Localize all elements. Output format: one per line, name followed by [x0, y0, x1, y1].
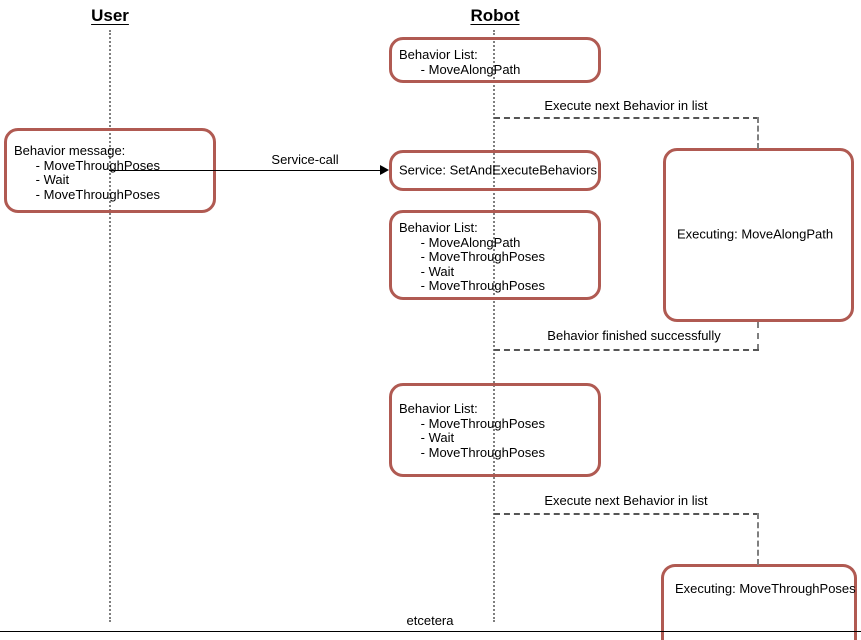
lifeline-robot: [493, 30, 495, 622]
box-executing-move-through-poses-text: Executing: MoveThroughPoses: [675, 581, 856, 596]
dashed-execute-next-1-vertical: [757, 117, 759, 149]
label-etcetera: etcetera: [406, 613, 454, 628]
lifeline-user: [109, 30, 111, 622]
actor-header-user: User: [91, 6, 129, 25]
box-behavior-list-initial: Behavior List: - MoveAlongPath: [389, 37, 601, 83]
box-executing-move-along-path-text: Executing: MoveAlongPath: [677, 226, 834, 242]
dashed-execute-next-2-vertical: [757, 513, 759, 565]
box-service-set-and-execute-behaviors-text: Service: SetAndExecuteBehaviors: [399, 162, 597, 178]
label-service-call: Service-call: [271, 152, 339, 167]
arrow-service-call-head: [380, 165, 389, 175]
box-behavior-list-initial-text: Behavior List: - MoveAlongPath: [399, 47, 521, 77]
dashed-behavior-finished-horizontal: [494, 349, 759, 351]
box-behavior-list-remaining-text: Behavior List: - MoveThroughPoses - Wait…: [399, 401, 545, 460]
label-execute-next-behavior-2: Execute next Behavior in list: [544, 493, 708, 508]
box-behavior-message: Behavior message: - MoveThroughPoses - W…: [4, 128, 216, 213]
box-behavior-message-text: Behavior message: - MoveThroughPoses - W…: [14, 143, 160, 202]
label-execute-next-behavior-1: Execute next Behavior in list: [544, 98, 708, 113]
box-behavior-list-full: Behavior List: - MoveAlongPath - MoveThr…: [389, 210, 601, 300]
dashed-execute-next-1-horizontal: [494, 117, 759, 119]
actor-header-robot: Robot: [470, 6, 520, 25]
box-service-set-and-execute-behaviors: Service: SetAndExecuteBehaviors: [389, 150, 601, 191]
dashed-behavior-finished-vertical: [757, 322, 759, 350]
label-behavior-finished: Behavior finished successfully: [547, 328, 721, 343]
dashed-execute-next-2-horizontal: [494, 513, 759, 515]
box-behavior-list-remaining: Behavior List: - MoveThroughPoses - Wait…: [389, 383, 601, 477]
bottom-divider: [0, 631, 861, 632]
box-behavior-list-full-text: Behavior List: - MoveAlongPath - MoveThr…: [399, 220, 545, 294]
box-executing-move-through-poses: Executing: MoveThroughPoses: [661, 564, 857, 640]
box-executing-move-along-path: Executing: MoveAlongPath: [663, 148, 854, 322]
arrow-service-call-line: [109, 170, 384, 171]
